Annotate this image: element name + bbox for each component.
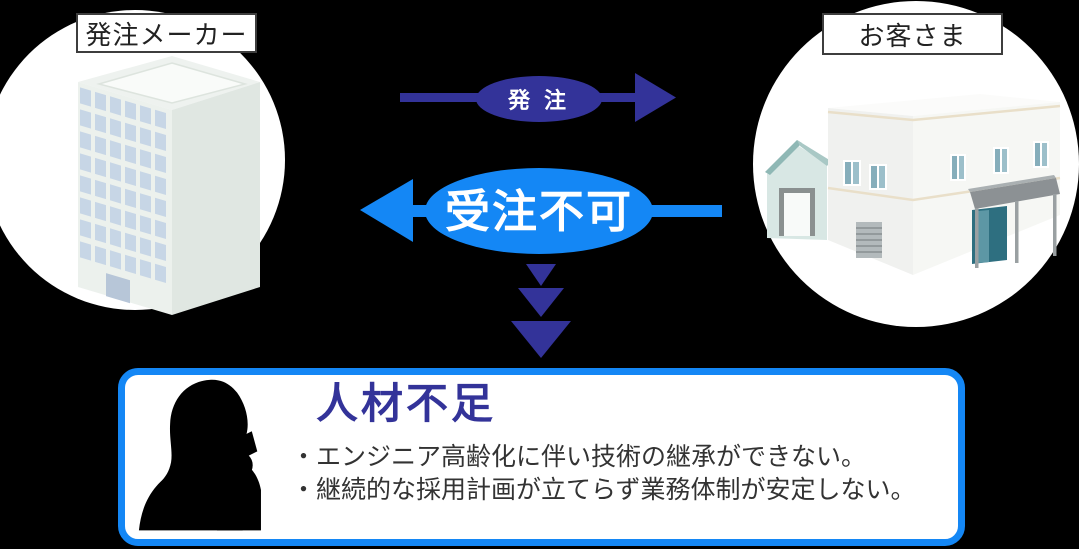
garage-opening <box>784 193 810 236</box>
result-title: 人材不足 <box>316 380 497 427</box>
thinking-person-icon <box>138 379 261 531</box>
window-grid <box>80 87 166 304</box>
right-entity-label-text: お客さま <box>858 20 967 51</box>
decline-arrowhead <box>360 179 413 242</box>
result-bullet-1: ・エンジニア高齢化に伴い技術の継承ができない。 <box>291 443 867 471</box>
decline-arrow: 受注不可 <box>360 168 722 254</box>
order-arrowhead <box>635 73 676 122</box>
left-entity-label-text: 発注メーカー <box>85 19 248 50</box>
triple-chevron-down-icon <box>511 264 571 358</box>
office-building-icon <box>78 56 260 315</box>
factory-windows-left <box>843 160 887 190</box>
right-entity-label: お客さま <box>822 13 1003 55</box>
order-arrow: 発 注 <box>400 73 676 122</box>
building-door <box>106 273 130 304</box>
left-entity-label: 発注メーカー <box>76 13 257 53</box>
order-arrow-label: 発 注 <box>507 88 570 113</box>
result-bullets: ・エンジニア高齢化に伴い技術の継承ができない。 ・継続的な採用計画が立てらず業務… <box>291 441 916 507</box>
awning-roof <box>970 178 1060 209</box>
factory-building-icon <box>765 94 1061 275</box>
result-bullet-2: ・継続的な採用計画が立てらず業務体制が安定しない。 <box>291 476 916 504</box>
factory-windows-right <box>950 141 1049 181</box>
shutter-door <box>856 222 882 258</box>
decline-arrow-label: 受注不可 <box>445 186 633 237</box>
